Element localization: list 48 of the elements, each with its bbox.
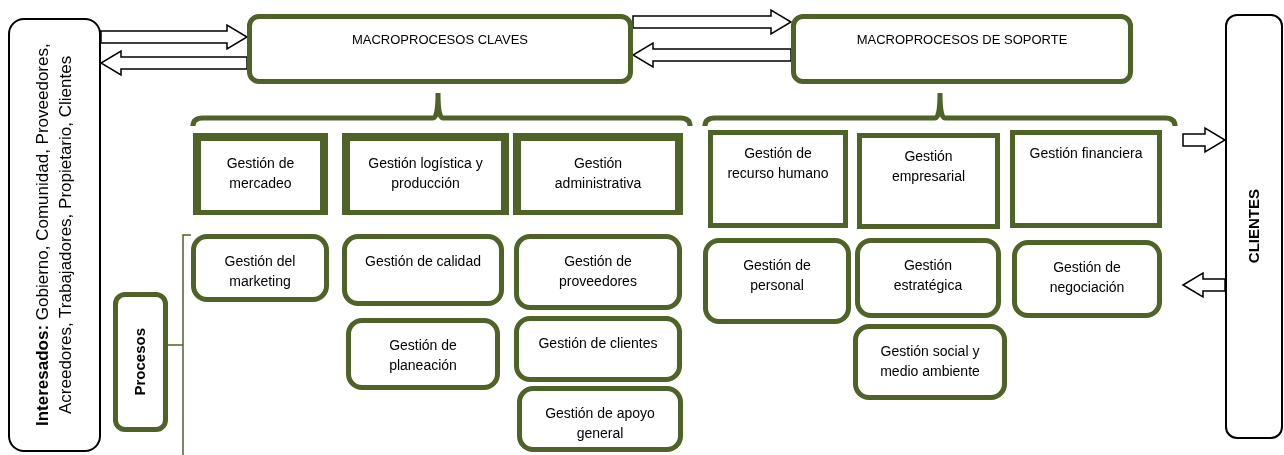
- box-label: Gestión de personal: [742, 256, 812, 296]
- box-label: MACROPROCESOS CLAVES: [351, 31, 529, 49]
- box-label: Gestión de calidad: [364, 252, 482, 271]
- macroprocess-box: [791, 14, 1133, 84]
- box-label: Gestión de mercadeo: [225, 154, 296, 194]
- block-arrow: [1182, 126, 1227, 154]
- management-area-box: [342, 133, 509, 215]
- macroprocess-box: [247, 14, 633, 84]
- box-label: Gestión de proveedores: [558, 252, 638, 292]
- process-box: [855, 238, 1001, 318]
- box-label: Gestión de clientes: [537, 334, 659, 353]
- management-area-box: [857, 133, 1000, 229]
- box-label: Gestión de planeación: [388, 336, 458, 376]
- process-box: [514, 316, 682, 382]
- block-arrow: [99, 49, 248, 77]
- stakeholders-text: Interesados: Gobierno, Comunidad, Proveedores, Acreedores, Trabajadores, Propietario, Clientes: [31, 42, 76, 429]
- box-label: Gestión empresarial: [890, 147, 967, 187]
- management-area-box: [193, 133, 328, 215]
- block-arrow: [631, 41, 792, 69]
- clients-box: [1225, 14, 1283, 439]
- box-label: MACROPROCESOS DE SOPORTE: [855, 31, 1069, 49]
- process-box: [1012, 240, 1162, 318]
- block-arrow: [1181, 271, 1226, 299]
- process-box: [853, 324, 1007, 400]
- vertical-label: CLIENTES: [1243, 189, 1263, 264]
- process-box: [517, 386, 683, 452]
- box-label: Gestión de negociación: [1048, 258, 1126, 298]
- box-label: Gestión financiera: [1028, 144, 1144, 163]
- process-box: [346, 318, 500, 390]
- box-label: Gestión logística y producción: [367, 154, 484, 194]
- box-label: Gestión de recurso humano: [726, 144, 830, 184]
- block-arrow: [100, 23, 249, 51]
- box-label: Gestión de apoyo general: [544, 404, 656, 444]
- process-box: [514, 234, 682, 310]
- box-label: Gestión del marketing: [223, 252, 297, 292]
- box-label: Gestión estratégica: [892, 256, 964, 296]
- management-area-box: [513, 133, 683, 215]
- management-area-box: [708, 130, 848, 228]
- processes-box: [113, 292, 168, 432]
- box-label: Gestión social y medio ambiente: [879, 342, 981, 382]
- vertical-label: Procesos: [130, 328, 150, 396]
- process-box: [191, 234, 329, 302]
- process-box: [703, 238, 851, 324]
- process-box: [342, 234, 504, 306]
- block-arrow: [632, 8, 793, 36]
- box-label: Gestión administrativa: [553, 154, 643, 194]
- management-area-box: [1010, 130, 1162, 228]
- stakeholders-box: [8, 18, 101, 452]
